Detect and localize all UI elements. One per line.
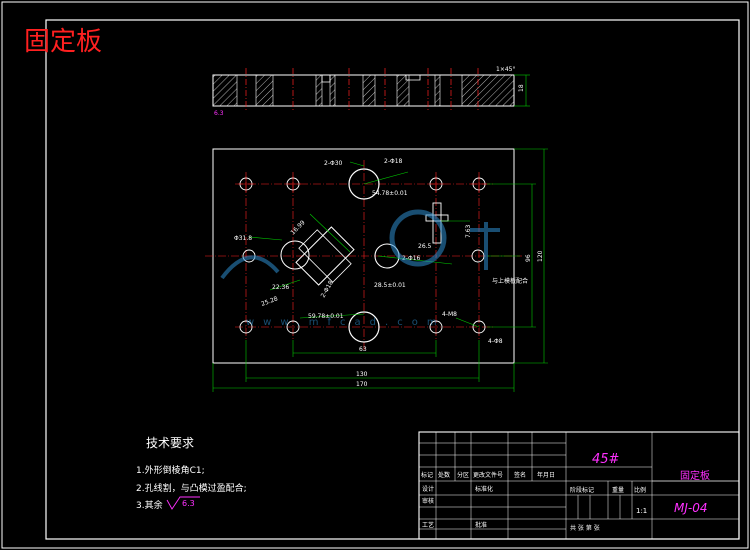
tech-item-1: 1.外形倒棱角C1; <box>136 464 205 476</box>
dim-overall-width: 170 <box>356 381 368 388</box>
callout-angle-dim: 16.99 <box>289 219 306 236</box>
sheet-title: 固定板 <box>24 27 102 57</box>
watermark-url: www.mfcad.com <box>246 317 446 328</box>
tb-header-count: 处数 <box>438 471 450 479</box>
callout-pin-pair: 2-Φ18 <box>320 279 335 299</box>
tb-row-approve: 批准 <box>475 521 487 529</box>
tb-row-standard: 标准化 <box>475 485 493 493</box>
tb-drawing-no: MJ-04 <box>674 501 708 515</box>
callout-slot-depth: 26.5 <box>418 243 432 250</box>
tb-scale-label: 比例 <box>634 486 646 494</box>
callout-pin-hole: 2-Φ18 <box>384 158 403 165</box>
title-block: 标记 处数 分区 更改文件号 签名 年月日 设计 标准化 审核 工艺 批准 阶段… <box>418 431 740 540</box>
tech-requirements: 技术要求 1.外形倒棱角C1; 2.孔线割，与凸模过盈配合; 3.其余 6.3 <box>136 436 247 511</box>
callout-pitch-top: 54.78±0.01 <box>372 190 408 197</box>
tb-header-date: 年月日 <box>537 471 555 479</box>
tech-item-2: 2.孔线割，与凸模过盈配合; <box>136 482 247 494</box>
roughness-symbol <box>166 496 200 510</box>
tech-heading: 技术要求 <box>146 436 194 450</box>
tb-row-process: 工艺 <box>422 521 434 529</box>
dim-overall-height: 120 <box>537 250 544 262</box>
tb-row-review: 审核 <box>422 497 434 505</box>
callout-dowels: 4-Φ8 <box>488 338 503 345</box>
callout-threads: 4-M8 <box>442 311 457 318</box>
tb-header-change: 更改文件号 <box>473 471 503 479</box>
watermark-logo: www.mfcad.com <box>220 209 500 328</box>
callout-guide-hole: 2-Φ30 <box>324 160 343 167</box>
callout-pitch-bottom: 59.78±0.01 <box>308 313 344 320</box>
dim-inner-pitch: 63 <box>359 346 367 353</box>
dim-hole-span: 130 <box>356 371 368 378</box>
callout-offset-a: 22.36 <box>272 284 289 291</box>
tb-stage-mark: 阶段标记 <box>570 486 594 494</box>
tb-row-design: 设计 <box>422 485 434 493</box>
dim-hole-height: 96 <box>525 254 532 262</box>
tb-part-name: 固定板 <box>680 469 710 482</box>
tb-header-sign: 签名 <box>514 471 526 479</box>
callout-center-offset: 28.5±0.01 <box>374 282 406 289</box>
inner-border <box>45 19 740 540</box>
callout-slot-width: 7.63 <box>465 224 472 238</box>
thickness-dim: 18 <box>518 84 525 92</box>
tb-weight: 重量 <box>612 486 624 494</box>
tech-roughness: 6.3 <box>182 499 195 508</box>
side-view: 18 1×45° 6.3 <box>212 66 530 117</box>
tb-sheet-info: 共 张 第 张 <box>570 524 600 532</box>
tb-material: 45# <box>592 452 620 467</box>
tb-header-zone: 分区 <box>457 471 469 479</box>
plan-view: 2-Φ30 2-Φ18 54.78±0.01 2-Φ16 26.5 7.63 Φ… <box>205 148 548 392</box>
tb-header-mark: 标记 <box>421 471 433 479</box>
callout-fit-note: 与上模板配合 <box>492 277 528 285</box>
callout-offset-b: 25.28 <box>260 295 279 308</box>
callout-punch-dia: Φ31.8 <box>234 235 252 242</box>
callout-small-holes: 2-Φ16 <box>402 255 421 262</box>
tech-item-3: 3.其余 <box>136 499 163 511</box>
chamfer-dim: 1×45° <box>496 66 515 73</box>
side-roughness: 6.3 <box>214 110 224 117</box>
tb-scale-value: 1:1 <box>636 507 647 515</box>
